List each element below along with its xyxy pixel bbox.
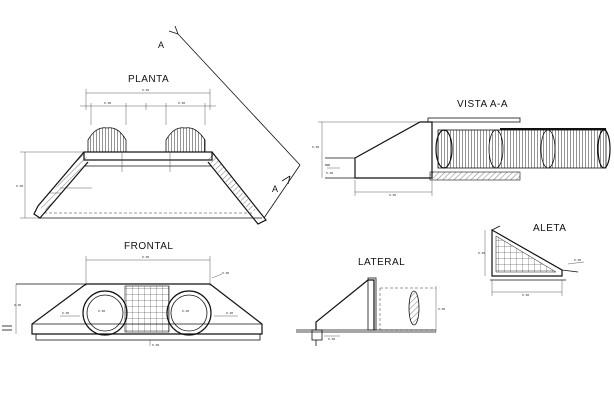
lateral-title: LATERAL: [358, 257, 405, 268]
svg-text:0.00: 0.00: [328, 337, 335, 341]
svg-text:0.00: 0.00: [104, 101, 111, 105]
frontal-pipe-openings: 0.00 0.00: [82, 290, 212, 336]
frontal-title: FRONTAL: [124, 241, 173, 252]
planta-view: PLANTA 0.00 0.00 0.00: [16, 25, 301, 225]
svg-text:0.00: 0.00: [152, 343, 159, 347]
vista-aa-headwall: [325, 117, 521, 179]
lateral-footing: 0.00 0.00: [311, 286, 445, 346]
svg-text:0.00: 0.00: [326, 171, 333, 175]
svg-text:0.00: 0.00: [14, 303, 21, 307]
vista-aa-view: VISTA A-A 0.00: [312, 99, 611, 197]
svg-text:0.00: 0.00: [226, 311, 233, 315]
frontal-side-dimensions: 0.00 0.00 0.00 0.00: [2, 284, 238, 347]
planta-headwall: [83, 151, 213, 172]
svg-text:0.00: 0.00: [438, 307, 445, 311]
aleta-dimensions: 0.00 0.00 0.00: [478, 230, 585, 297]
svg-text:0.00: 0.00: [142, 88, 149, 92]
svg-text:0.00: 0.00: [312, 145, 319, 149]
svg-text:0.00: 0.00: [62, 311, 69, 315]
vista-aa-dimensions: 0.00 0.00 0.00: [312, 121, 433, 197]
svg-text:0.00: 0.00: [178, 101, 185, 105]
aleta-title: ALETA: [533, 223, 566, 234]
svg-text:0.00: 0.00: [182, 309, 189, 313]
frontal-top-dimensions: 0.00 0.00: [85, 255, 229, 286]
frontal-view: FRONTAL 0.00 0.00 0.00 0.00: [2, 241, 263, 347]
svg-text:0.00: 0.00: [98, 309, 105, 313]
vista-aa-title: VISTA A-A: [457, 99, 508, 110]
svg-text:0.00: 0.00: [478, 251, 485, 255]
vista-aa-pipe: [435, 128, 611, 169]
section-mark-start: A: [158, 40, 165, 50]
planta-pipes: [87, 127, 206, 153]
section-line-a-a: A A: [158, 25, 301, 219]
lateral-pipe-end: [408, 290, 420, 326]
lateral-view: LATERAL 0.00 0.00: [296, 257, 445, 346]
aleta-wingwall: [490, 225, 579, 281]
svg-text:0.00: 0.00: [574, 258, 581, 262]
planta-top-dimensions: 0.00 0.00 0.00: [80, 88, 216, 125]
svg-text:0.00: 0.00: [142, 255, 149, 259]
frontal-rebar-grid: [124, 285, 170, 333]
section-mark-end: A: [272, 184, 279, 194]
svg-text:0.00: 0.00: [389, 193, 396, 197]
planta-side-dimension: 0.00: [16, 151, 84, 219]
svg-text:0.00: 0.00: [16, 184, 23, 188]
svg-text:0.00: 0.00: [522, 293, 529, 297]
planta-wingwalls: [33, 151, 267, 225]
planta-title: PLANTA: [128, 74, 169, 85]
aleta-view: ALETA 0.00 0.00 0.00: [478, 223, 585, 297]
vista-aa-base-slab: [429, 171, 521, 181]
svg-text:0.00: 0.00: [222, 271, 229, 275]
